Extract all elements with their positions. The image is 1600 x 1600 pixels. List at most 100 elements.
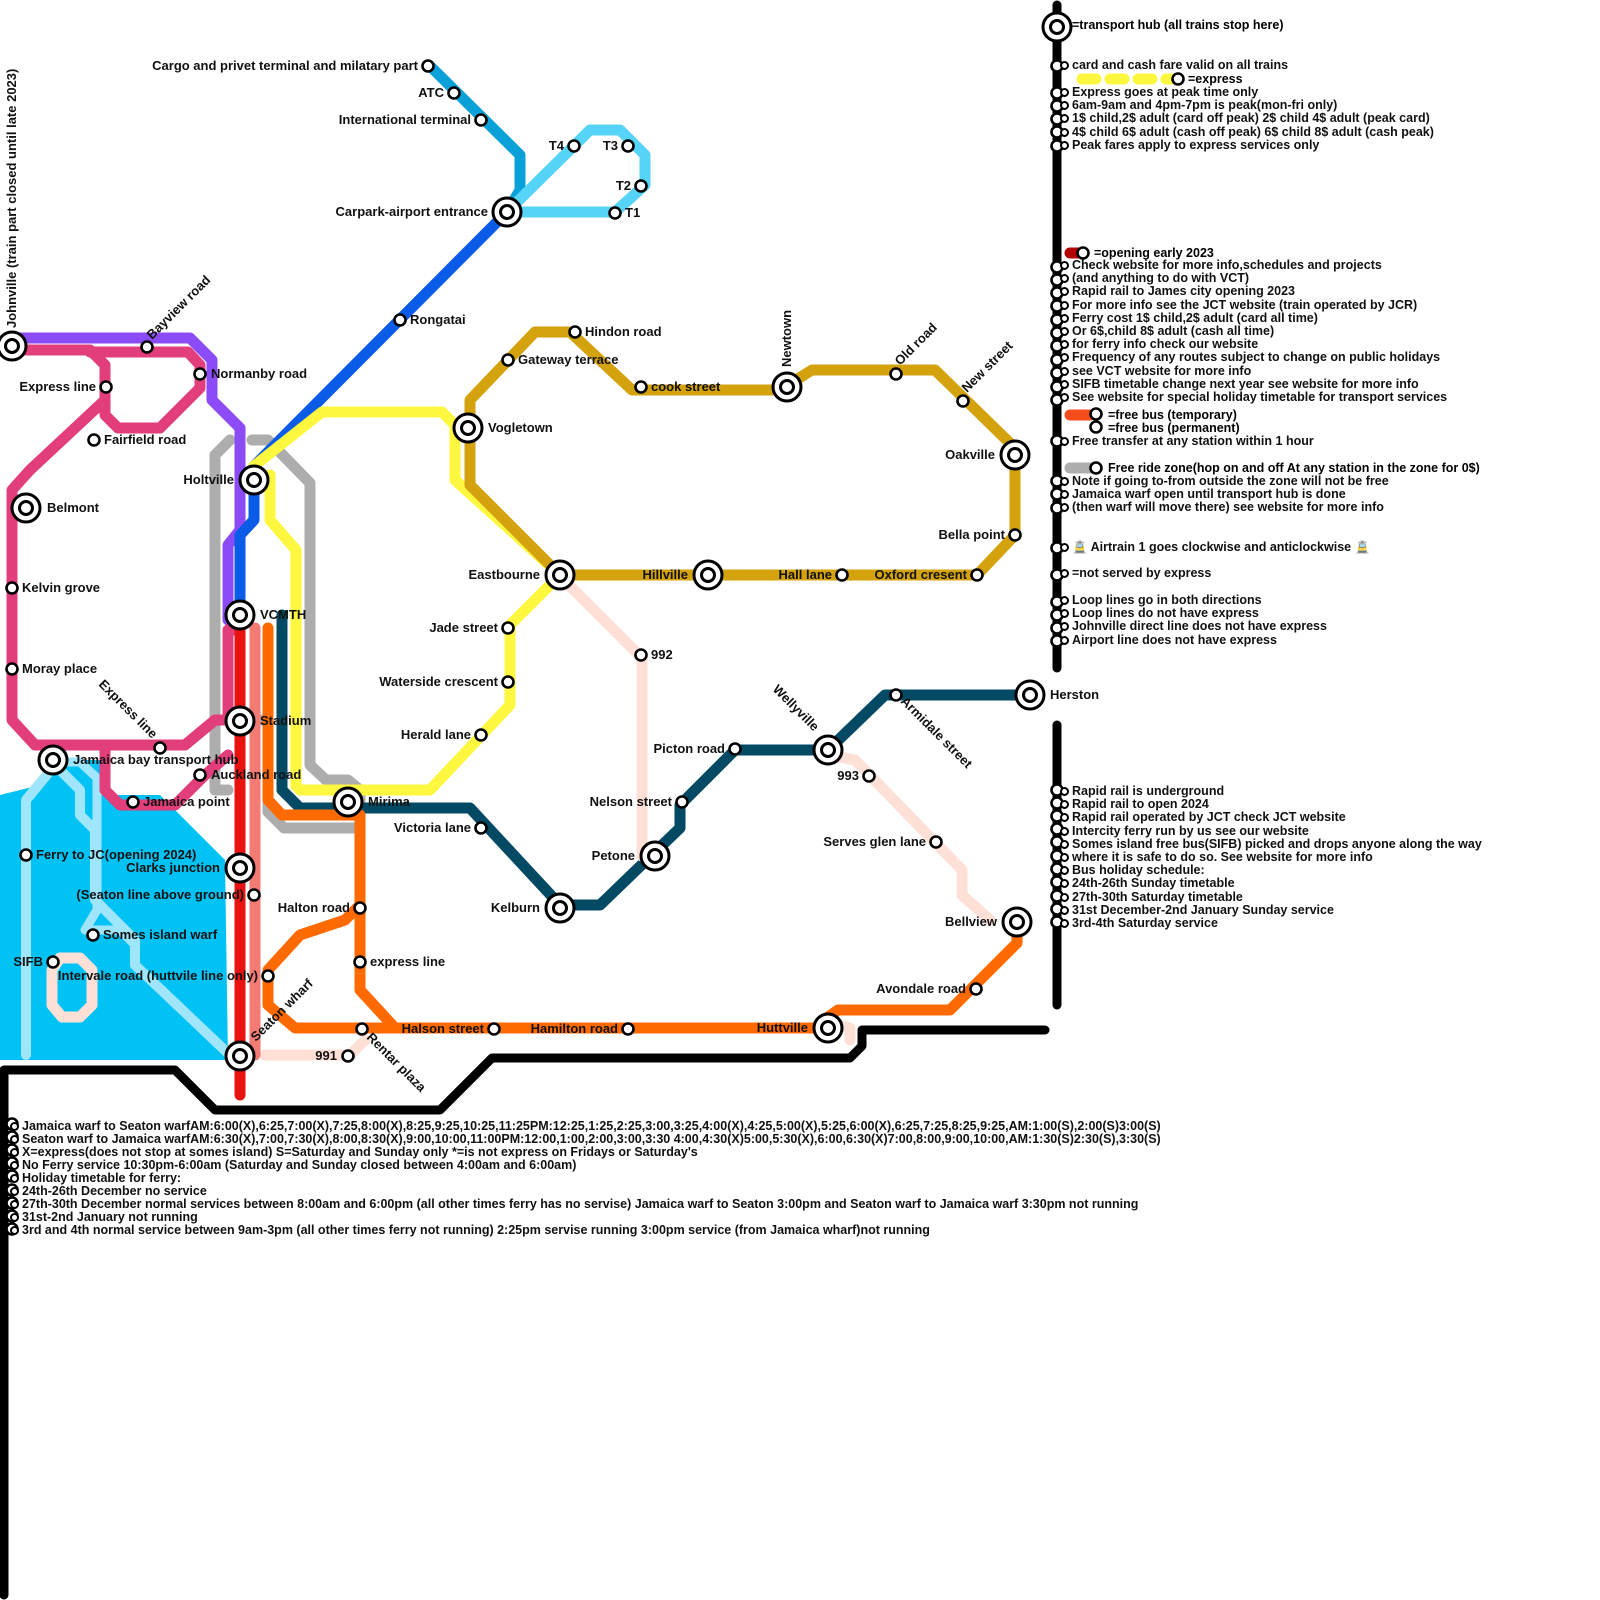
stop-avondale-road[interactable] (969, 982, 983, 996)
station-label-avondale-road: Avondale road (876, 981, 966, 996)
hub-vcmth-inner (232, 607, 248, 623)
stop-cargo[interactable] (421, 59, 435, 73)
station-label-belmont: Belmont (47, 500, 100, 515)
legend-note: (then warf will move there) see website … (1060, 501, 1389, 514)
hub-bellview-inner (1009, 914, 1025, 930)
stop-express-line-3[interactable] (353, 955, 367, 969)
stop-legend-opening[interactable] (1076, 246, 1090, 260)
stop-intervale-road[interactable] (261, 969, 275, 983)
stop-t2[interactable] (634, 179, 648, 193)
stop-t1[interactable] (608, 206, 622, 220)
stop-rongatai[interactable] (393, 313, 407, 327)
station-label-fairfield-road: Fairfield road (104, 432, 186, 447)
station-label-herston: Herston (1050, 687, 1099, 702)
stop-express-line-1[interactable] (99, 380, 113, 394)
stop-picton-road[interactable] (728, 742, 742, 756)
stop-armidale[interactable] (889, 688, 903, 702)
purple-line (6, 332, 246, 626)
legend-notes-5: Loop lines go in both directions Loop li… (1060, 593, 1327, 647)
stop-atc[interactable] (447, 86, 461, 100)
stop-legend-free-ride[interactable] (1089, 461, 1103, 475)
hub-huttville-inner (820, 1020, 836, 1036)
stop-legend-free-perm[interactable] (1089, 420, 1103, 434)
stop-serves-glen[interactable] (929, 835, 943, 849)
station-label-wellyville: Wellyville (770, 682, 822, 734)
stop-waterside[interactable] (501, 675, 515, 689)
stop-jamaica-point[interactable] (126, 795, 140, 809)
hub-johnville-inner (4, 338, 20, 354)
stop-legend-free-temp[interactable] (1089, 407, 1103, 421)
stop-express-line-2[interactable] (153, 741, 167, 755)
station-label-new-street: New street (959, 338, 1017, 396)
hub-jamaica-bay-inner (45, 752, 61, 768)
stop-normanby-road[interactable] (193, 367, 207, 381)
stop-nelson-street[interactable] (675, 795, 689, 809)
station-label-hall-lane: Hall lane (779, 567, 832, 582)
stop-rentar-plaza[interactable] (355, 1022, 369, 1036)
stop-oxford-cresent[interactable] (970, 568, 984, 582)
stop-victoria-lane[interactable] (474, 821, 488, 835)
stop-hall-lane[interactable] (835, 568, 849, 582)
legend-note: Note if going to-from outside the zone w… (1060, 474, 1389, 488)
peach-bus-line-2 (824, 749, 996, 926)
stop-new-street[interactable] (956, 394, 970, 408)
legend-note: Rapid rail is underground (1060, 784, 1482, 798)
stop-992[interactable] (634, 648, 648, 662)
hub-belmont-inner (18, 500, 34, 516)
stop-hindon-road[interactable] (568, 325, 582, 339)
stop-t3[interactable] (621, 139, 635, 153)
stop-international[interactable] (474, 113, 488, 127)
stop-hamilton-road[interactable] (621, 1022, 635, 1036)
free-ride-zone-line-2 (209, 714, 234, 796)
stop-old-road[interactable] (889, 367, 903, 381)
stop-t4[interactable] (567, 139, 581, 153)
ferry-route-line-2 (55, 757, 140, 950)
ferry-note: Holiday timetable for ferry: (10, 1172, 1161, 1185)
stop-somes-island[interactable] (86, 928, 100, 942)
stop-auckland-road[interactable] (193, 768, 207, 782)
legend-notes-1: card and cash fare valid on all trains (1060, 58, 1288, 72)
stop-ferry-jc[interactable] (19, 848, 33, 862)
stop-sifb[interactable] (46, 955, 60, 969)
stop-bayview-road[interactable] (140, 340, 154, 354)
stop-cook-street[interactable] (634, 380, 648, 394)
stop-legend-express[interactable] (1171, 72, 1185, 86)
stop-kelvin-grove[interactable] (5, 581, 19, 595)
station-label-s991: 991 (315, 1048, 337, 1063)
stop-991[interactable] (341, 1049, 355, 1063)
station-label-kelburn: Kelburn (491, 900, 540, 915)
hub-oakville-inner (1007, 447, 1023, 463)
station-label-auckland-road: Auckland road (211, 767, 301, 782)
stop-993[interactable] (862, 769, 876, 783)
legend-hub: =transport hub (all trains stop here) (1072, 18, 1284, 32)
station-label-holtville: Holtville (183, 472, 234, 487)
stop-jade-street[interactable] (501, 621, 515, 635)
stop-bella-point[interactable] (1008, 528, 1022, 542)
airtrain-text: Airtrain 1 goes clockwise and anticlockw… (1090, 540, 1352, 554)
pink-loop-line (6, 344, 206, 434)
legend-note: Frequency of any routes subject to chang… (1060, 351, 1447, 364)
station-label-armidale: Armidale street (898, 694, 976, 772)
stop-gateway-terrace[interactable] (501, 353, 515, 367)
hub-carpark-inner (499, 204, 515, 220)
stop-seaton-above[interactable] (247, 888, 261, 902)
ferry-timetable-notes: Jamaica warf to Seaton warfAM:6:00(X),6:… (10, 1120, 1161, 1237)
station-label-gateway-terrace: Gateway terrace (518, 352, 618, 367)
station-label-cook-street: cook street (651, 379, 721, 394)
station-label-kelvin-grove: Kelvin grove (22, 580, 100, 595)
ferry-note: 3rd and 4th normal service between 9am-3… (10, 1224, 1161, 1237)
stop-halton-road[interactable] (353, 901, 367, 915)
stop-halson-street[interactable] (487, 1022, 501, 1036)
sifb-bus-route (46, 952, 98, 1023)
station-label-atc: ATC (418, 85, 444, 100)
legend-note: Rapid rail operated by JCT check JCT web… (1060, 811, 1482, 824)
stop-herald-lane[interactable] (474, 728, 488, 742)
station-label-eastbourne: Eastbourne (468, 567, 540, 582)
legend-note: Airport line does not have express (1060, 633, 1327, 647)
legend-note: 31st December-2nd January Sunday service (1060, 903, 1482, 917)
station-label-normanby-road: Normanby road (211, 366, 307, 381)
station-label-jamaica-bay: Jamaica bay transport hub (73, 752, 238, 767)
stop-moray-place[interactable] (5, 662, 19, 676)
stop-fairfield-road[interactable] (87, 433, 101, 447)
hub-seaton-wharf-inner (232, 1048, 248, 1064)
